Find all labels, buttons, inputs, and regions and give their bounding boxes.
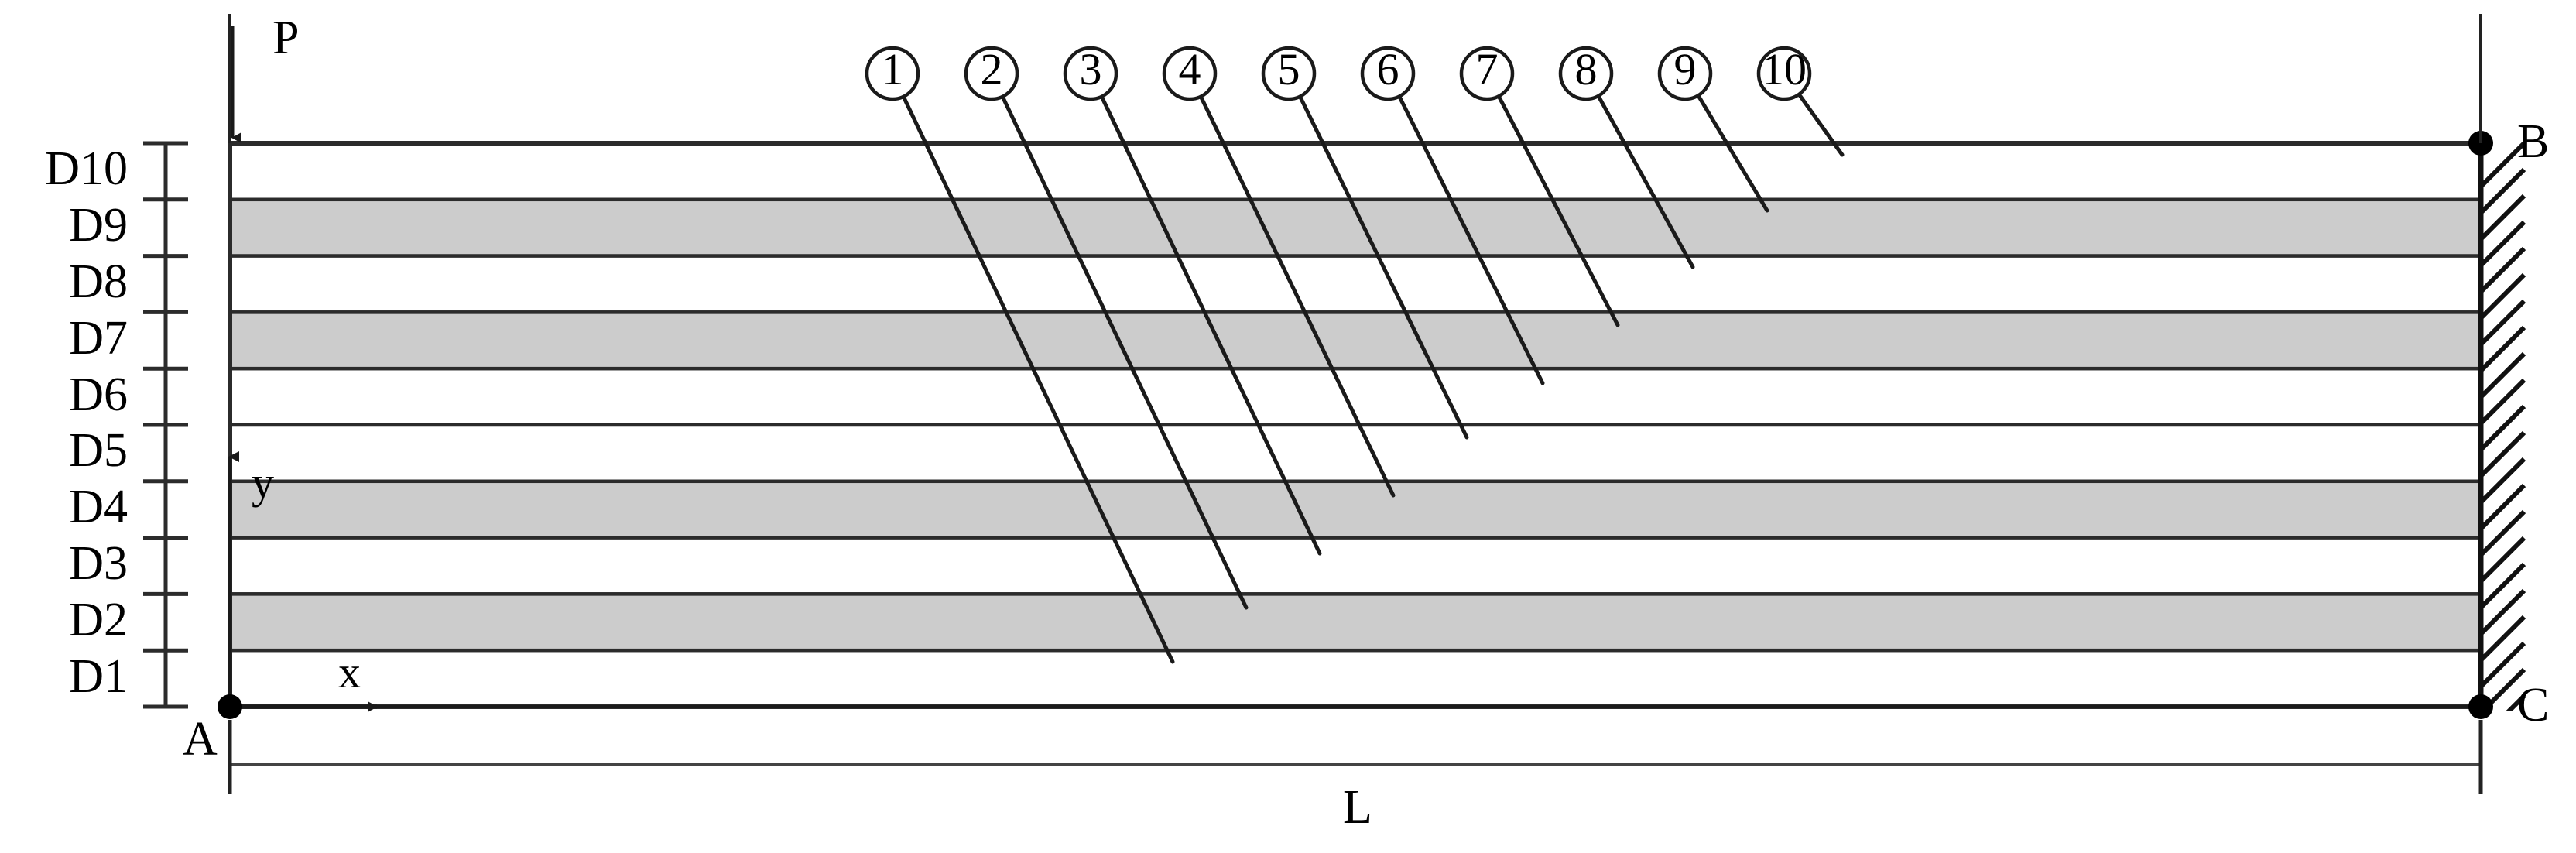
leader-line-2 — [1000, 94, 1249, 610]
layer-tick-scale — [143, 141, 188, 709]
layer-label-d5: D5 — [69, 424, 128, 478]
leader-line-6 — [1397, 94, 1545, 385]
node-dot-c — [2468, 694, 2493, 719]
layer-label-d2: D2 — [69, 593, 128, 646]
axis-label-y: y — [252, 457, 274, 508]
beam-layer-D3 — [228, 536, 2483, 596]
callout-number-7: 7 — [1475, 44, 1499, 94]
hatch-stroke — [2478, 299, 2526, 347]
leader-line-1 — [901, 94, 1175, 664]
layer-label-d3: D3 — [69, 537, 128, 590]
point-label-b: B — [2517, 115, 2550, 168]
beam-layer-D2 — [228, 592, 2483, 653]
leader-line-4 — [1198, 94, 1396, 498]
leader-line-8 — [1596, 94, 1695, 269]
hatch-stroke — [2478, 194, 2526, 242]
callout-circle-2[interactable] — [964, 46, 1019, 101]
layer-label-d10: D10 — [45, 142, 128, 196]
beam-layer-D4 — [228, 479, 2483, 540]
hatch-stroke — [2478, 536, 2526, 584]
layer-label-d6: D6 — [69, 368, 128, 421]
hatch-stroke — [2478, 325, 2526, 373]
callout-circle-1[interactable] — [865, 46, 920, 101]
beam-layer-D1 — [228, 648, 2483, 709]
annotation-lines — [218, 14, 2493, 794]
callout-leader-lines — [901, 92, 1845, 664]
callout-number-2: 2 — [980, 44, 1003, 94]
leader-line-10 — [1797, 92, 1845, 157]
beam-layer-D8 — [228, 254, 2483, 314]
leader-line-3 — [1099, 94, 1322, 556]
callout-circle-10[interactable] — [1756, 46, 1812, 101]
hatch-clip-bottom — [2482, 711, 2574, 803]
beam-layer-D5 — [228, 423, 2483, 484]
hatch-stroke — [2478, 457, 2526, 505]
layer-label-d8: D8 — [69, 255, 128, 308]
layer-label-d1: D1 — [69, 649, 128, 703]
callout-circle-4[interactable] — [1162, 46, 1218, 101]
hatch-stroke — [2478, 615, 2526, 663]
callout-circle-3[interactable] — [1063, 46, 1118, 101]
callout-circle-6[interactable] — [1360, 46, 1416, 101]
hatch-stroke — [2478, 509, 2526, 557]
hatch-stroke — [2478, 141, 2526, 189]
hatch-stroke — [2478, 483, 2526, 531]
hatch-stroke — [2478, 351, 2526, 399]
layer-label-d4: D4 — [69, 481, 128, 534]
callout-circle-7[interactable] — [1459, 46, 1515, 101]
leader-line-9 — [1696, 93, 1769, 213]
hatch-stroke — [2478, 641, 2526, 689]
hatch-stroke — [2478, 246, 2526, 294]
callout-circle-8[interactable] — [1558, 46, 1614, 101]
beam-layer-stack — [228, 141, 2483, 709]
point-label-c: C — [2517, 679, 2550, 731]
fixed-support-hatching — [2478, 140, 2574, 803]
callout-number-3: 3 — [1079, 44, 1102, 94]
leader-line-7 — [1496, 94, 1620, 327]
beam-layer-D10 — [228, 141, 2483, 202]
hatch-stroke — [2478, 404, 2526, 452]
hatch-stroke — [2478, 378, 2526, 426]
callout-circle-5[interactable] — [1261, 46, 1317, 101]
callout-number-4: 4 — [1178, 44, 1201, 94]
callout-number-5: 5 — [1277, 44, 1300, 94]
callout-number-9: 9 — [1673, 44, 1697, 94]
hatch-stroke — [2478, 430, 2526, 478]
callout-number-10: 10 — [1762, 44, 1807, 94]
point-label-a: A — [183, 713, 218, 766]
layer-label-d7: D7 — [69, 311, 128, 365]
leader-line-5 — [1298, 94, 1469, 440]
load-label-p: P — [272, 12, 300, 64]
hatch-stroke — [2478, 562, 2526, 610]
span-dimension-label-l: L — [1343, 781, 1372, 834]
axis-label-x: x — [338, 647, 361, 697]
beam-layer-D7 — [228, 310, 2483, 371]
hatch-stroke — [2478, 588, 2526, 636]
callout-circle-9[interactable] — [1657, 46, 1713, 101]
callout-circles — [865, 46, 1812, 101]
callout-number-8: 8 — [1574, 44, 1598, 94]
callout-number-1: 1 — [881, 44, 904, 94]
callout-number-6: 6 — [1376, 44, 1399, 94]
layer-label-d9: D9 — [69, 199, 128, 252]
hatch-stroke — [2478, 272, 2526, 320]
hatch-stroke — [2478, 167, 2526, 215]
node-dot-a — [218, 694, 242, 719]
hatch-stroke — [2478, 220, 2526, 268]
